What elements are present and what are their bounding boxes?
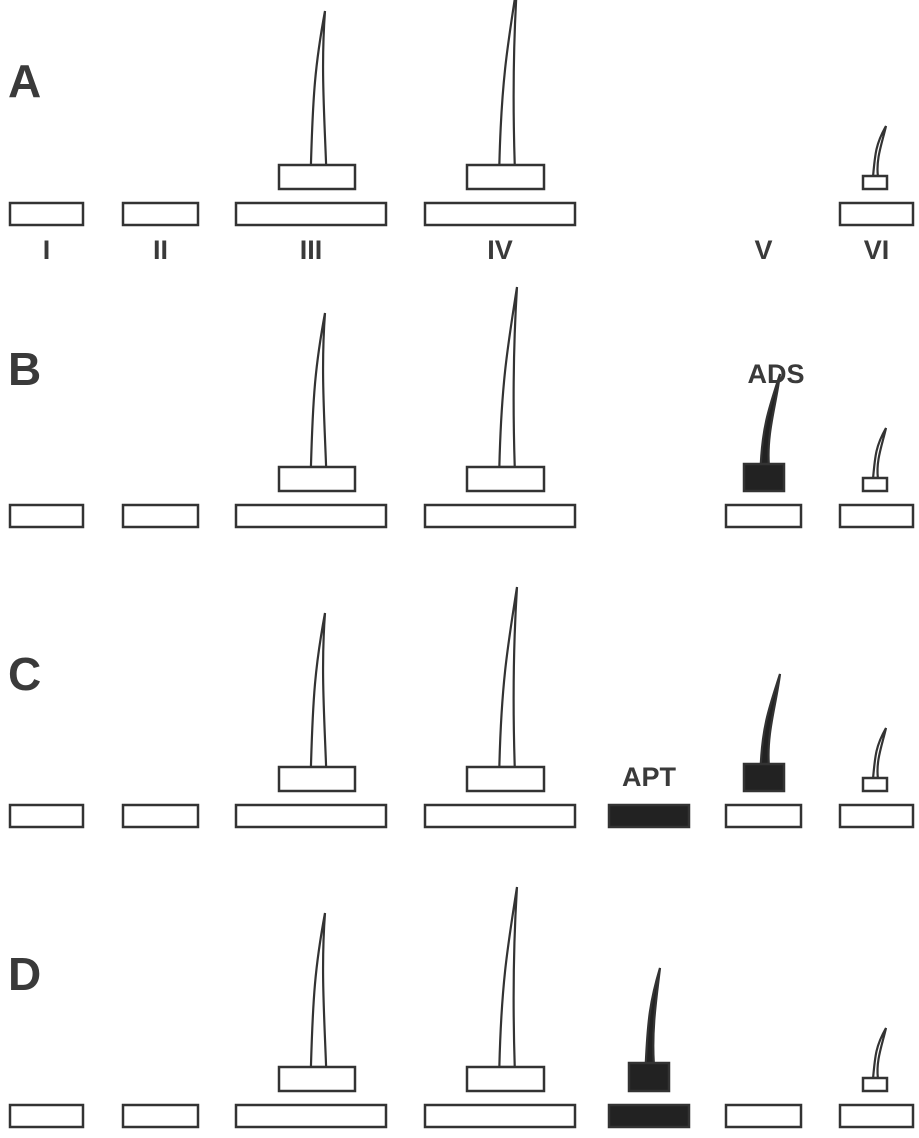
annotation-label: ADS	[747, 359, 804, 389]
segment-i	[8, 201, 85, 227]
segment-vi	[838, 503, 915, 529]
panel-label: D	[8, 948, 41, 1000]
segment-apt	[607, 803, 691, 829]
segment-label: II	[153, 235, 168, 265]
segment-v	[724, 803, 803, 829]
segment-iv	[423, 803, 577, 829]
segment-v	[724, 1103, 803, 1129]
segment-iii	[234, 1103, 388, 1129]
peak-iii-peak-bar	[277, 1065, 357, 1093]
peak-iii-spike	[309, 612, 328, 769]
segment-iii	[234, 503, 388, 529]
peak-iv-peak-bar	[465, 765, 546, 793]
segment-iv	[423, 503, 577, 529]
peak-iv-peak-bar	[465, 1065, 546, 1093]
segment-i	[8, 503, 85, 529]
segment-iii	[234, 803, 388, 829]
panel-label: B	[8, 343, 41, 395]
peak-iv-spike	[498, 586, 519, 769]
peak-v-spike	[759, 373, 782, 466]
peak-apt-peak-bar	[627, 1061, 671, 1093]
peak-iv-spike	[498, 0, 518, 167]
segment-label: V	[754, 235, 772, 265]
peak-iv-spike	[498, 286, 519, 469]
peak-iii-peak-bar	[277, 765, 357, 793]
segment-label: IV	[487, 235, 513, 265]
panel-label: A	[8, 55, 41, 107]
peak-v-peak-bar	[742, 462, 786, 493]
segment-i	[8, 1103, 85, 1129]
peak-iii-peak-bar	[277, 465, 357, 493]
peak-vi-peak-bar	[861, 476, 889, 493]
peak-iv-peak-bar	[465, 465, 546, 493]
peak-vi-peak-bar	[861, 174, 889, 191]
segment-iii	[234, 201, 388, 227]
segment-ii	[121, 803, 200, 829]
peak-iii-peak-bar	[277, 163, 357, 191]
segment-label: I	[43, 235, 51, 265]
segment-vi	[838, 803, 915, 829]
peak-vi-spike	[871, 727, 888, 780]
segment-iv	[423, 201, 577, 227]
segment-label: VI	[864, 235, 890, 265]
peak-vi-spike	[871, 427, 888, 480]
peak-vi-peak-bar	[861, 776, 889, 793]
panel-label: C	[8, 648, 41, 700]
peak-vi-spike	[871, 125, 888, 178]
segment-vi	[838, 201, 915, 227]
segment-i	[8, 803, 85, 829]
annotation-label: APT	[622, 762, 677, 792]
peak-iii-spike	[309, 912, 328, 1069]
segment-iv	[423, 1103, 577, 1129]
peak-v-peak-bar	[742, 762, 786, 793]
segment-apt	[607, 1103, 691, 1129]
peak-iii-spike	[309, 312, 328, 469]
segment-ii	[121, 503, 200, 529]
peak-v-spike	[759, 673, 782, 766]
segment-ii	[121, 1103, 200, 1129]
peak-apt-spike	[644, 967, 662, 1065]
peak-iv-peak-bar	[465, 163, 546, 191]
peak-iii-spike	[309, 10, 328, 167]
segment-label: III	[300, 235, 323, 265]
peak-iv-spike	[498, 886, 519, 1069]
segment-v	[724, 503, 803, 529]
segment-ii	[121, 201, 200, 227]
segment-vi	[838, 1103, 915, 1129]
peak-vi-spike	[871, 1027, 888, 1080]
peak-vi-peak-bar	[861, 1076, 889, 1093]
